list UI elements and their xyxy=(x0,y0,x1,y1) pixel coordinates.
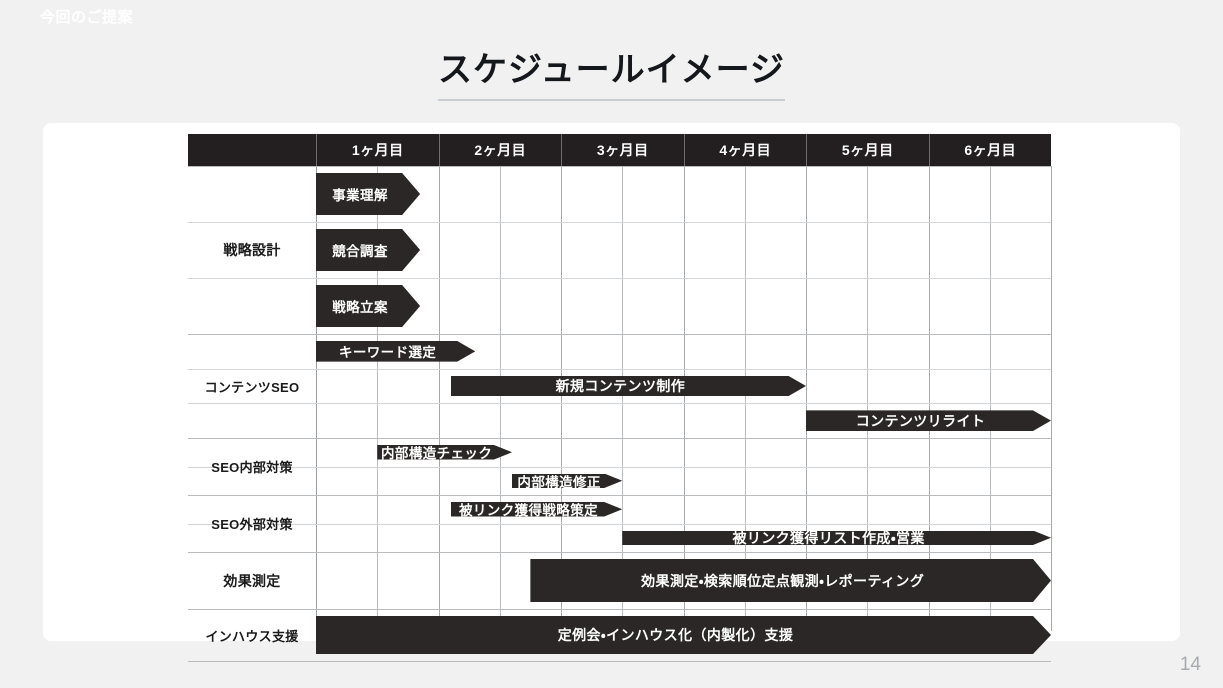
gantt-gridline-horizontal xyxy=(188,495,1051,496)
gantt-gridline-vertical xyxy=(1051,166,1052,631)
gantt-gridline-vertical xyxy=(499,166,501,631)
page-title: スケジュールイメージ xyxy=(438,51,785,102)
gantt-row-label: SEO内部対策 xyxy=(211,460,293,475)
gantt-row-label: 効果測定 xyxy=(223,572,281,589)
gantt-chart: 1ヶ月目 2ヶ月目 3ヶ月目 4ヶ月目 5ヶ月目 6ヶ月目 戦略設計 事業理解競合… xyxy=(188,134,1052,662)
gantt-body: 戦略設計 事業理解競合調査戦略立案コンテンツSEO キーワード選定新規コンテンツ制作… xyxy=(188,166,1052,662)
gantt-task-bar[interactable]: 戦略立案 xyxy=(316,285,420,327)
gantt-gridline-horizontal-sub xyxy=(188,368,1051,370)
gantt-gridline-vertical xyxy=(438,166,440,631)
gantt-task-bar[interactable]: コンテンツリライト xyxy=(806,410,1051,431)
gantt-gridline-horizontal xyxy=(188,552,1051,553)
gantt-header-label-cell xyxy=(188,134,316,166)
gantt-gridline-horizontal-sub xyxy=(188,466,1051,468)
gantt-header-month-3: 3ヶ月目 xyxy=(561,134,684,166)
gantt-row-label: 戦略設計 xyxy=(223,242,281,258)
gantt-task-bar[interactable]: 被リンク獲得リスト作成・営業 xyxy=(622,531,1051,546)
gantt-gridline-horizontal xyxy=(188,661,1051,662)
gantt-gridline-horizontal-sub xyxy=(188,278,1051,279)
gantt-row-label: コンテンツSEO xyxy=(204,379,300,395)
gantt-gridline-horizontal xyxy=(188,438,1051,439)
gantt-row-label: SEO外部対策 xyxy=(211,517,293,532)
page-number: 14 xyxy=(1179,654,1201,675)
gantt-gridline-horizontal-sub xyxy=(188,523,1051,525)
gantt-gridline-horizontal xyxy=(188,609,1051,610)
gantt-task-bar[interactable]: 内部構造修正 xyxy=(512,474,622,489)
gantt-task-bar[interactable]: 事業理解 xyxy=(316,173,420,215)
gantt-task-bar[interactable]: 競合調査 xyxy=(316,229,420,271)
gantt-header-month-6: 6ヶ月目 xyxy=(928,134,1052,166)
gantt-task-bar[interactable]: 定例会・インハウス化（内製化）支援 xyxy=(316,616,1051,654)
gantt-task-bar[interactable]: 被リンク獲得戦略策定 xyxy=(451,502,623,517)
content-card: 1ヶ月目 2ヶ月目 3ヶ月目 4ヶ月目 5ヶ月目 6ヶ月目 戦略設計 事業理解競合… xyxy=(43,123,1180,662)
gantt-gridline-horizontal xyxy=(188,166,1051,167)
slide-eyebrow: 今回のご提案 xyxy=(40,9,134,26)
gantt-gridline-horizontal-sub xyxy=(188,403,1051,405)
gantt-header-month-4: 4ヶ月目 xyxy=(683,134,807,166)
gantt-header-month-2: 2ヶ月目 xyxy=(438,134,562,166)
gantt-header-row: 1ヶ月目 2ヶ月目 3ヶ月目 4ヶ月目 5ヶ月目 6ヶ月目 xyxy=(188,134,1051,166)
gantt-task-bar[interactable]: 内部構造チェック xyxy=(377,445,512,460)
gantt-row-label: インハウス支援 xyxy=(205,628,299,644)
page-title-wrap: スケジュールイメージ xyxy=(0,51,1223,102)
gantt-gridline-horizontal xyxy=(188,334,1051,335)
gantt-header-month-5: 5ヶ月目 xyxy=(806,134,929,166)
gantt-task-bar[interactable]: 新規コンテンツ制作 xyxy=(451,376,806,397)
gantt-task-bar[interactable]: 効果測定・検索順位定点観測・レポーティング xyxy=(530,559,1051,602)
gantt-header-month-1: 1ヶ月目 xyxy=(316,134,439,166)
gantt-task-bar[interactable]: キーワード選定 xyxy=(316,341,475,362)
gantt-gridline-horizontal-sub xyxy=(188,222,1051,223)
